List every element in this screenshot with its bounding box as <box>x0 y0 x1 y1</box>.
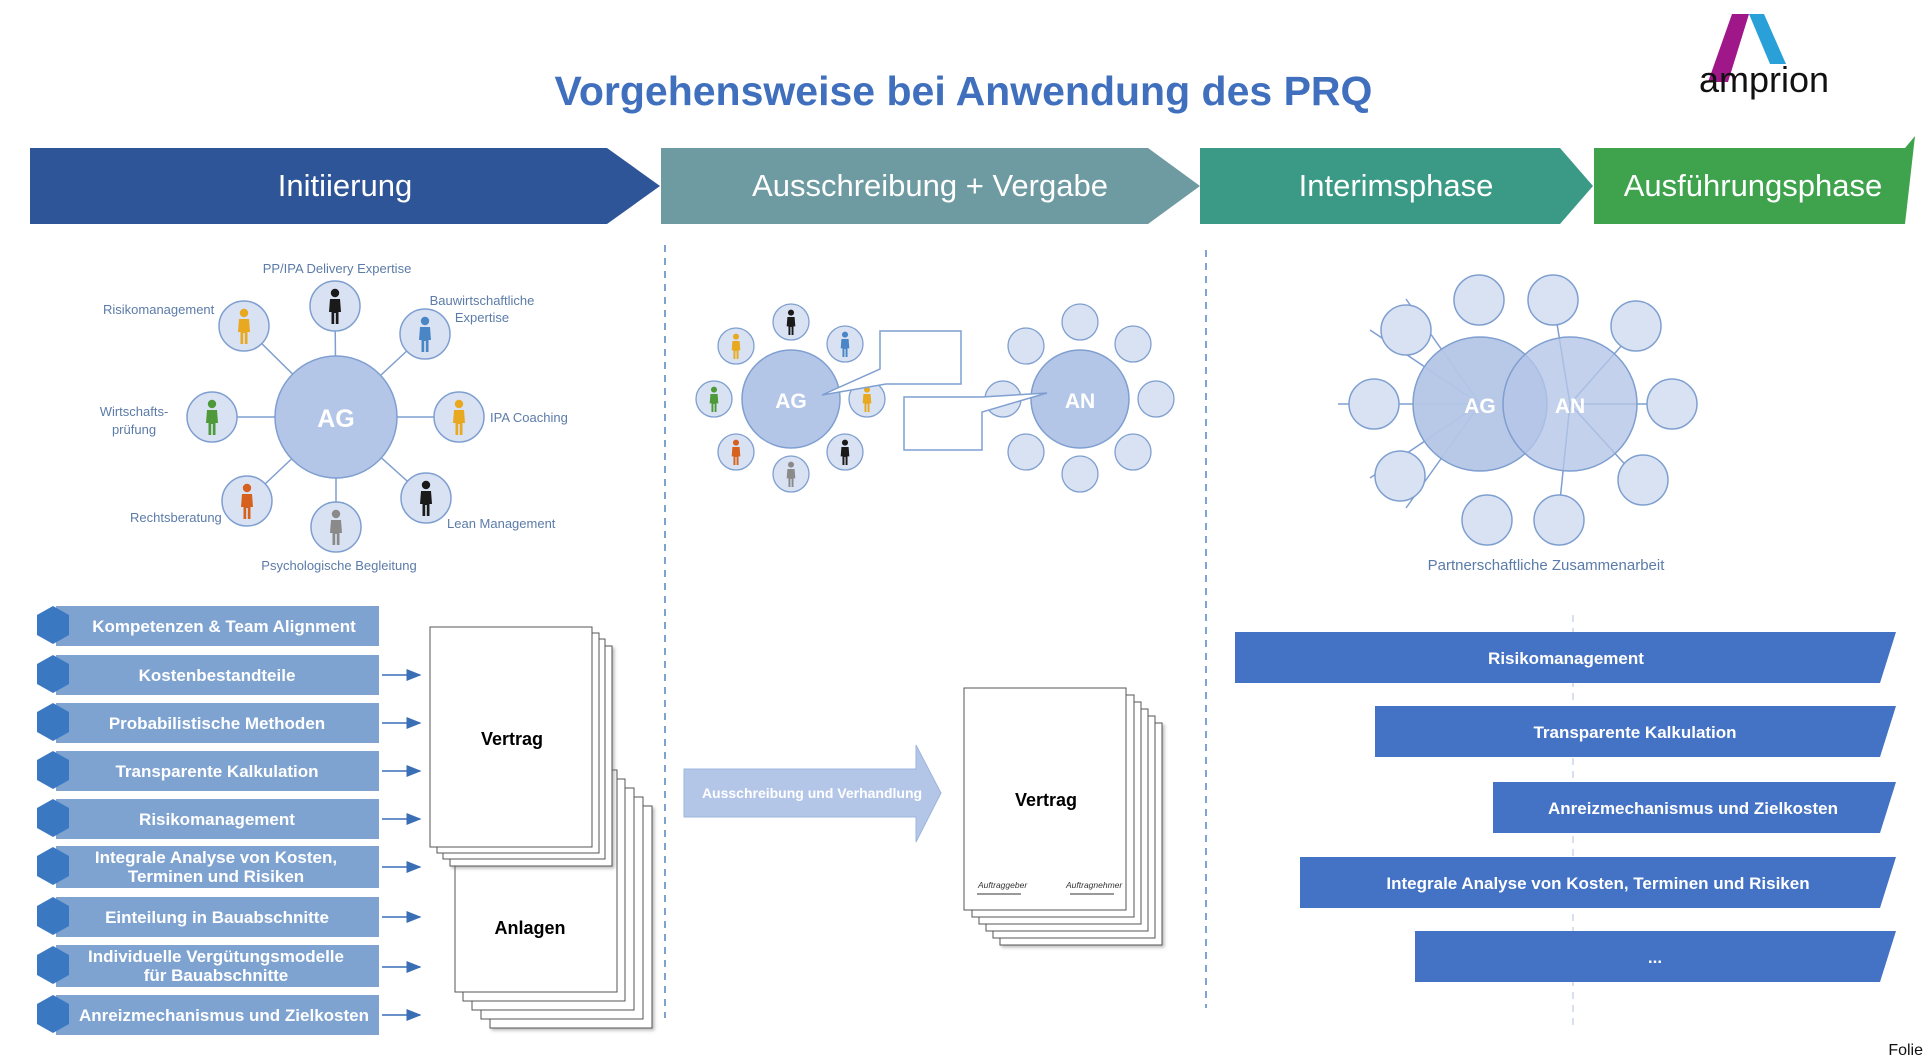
svg-text:Risikomanagement: Risikomanagement <box>1488 649 1644 668</box>
svg-text:Anreizmechanismus und Zielkost: Anreizmechanismus und Zielkosten <box>1548 799 1838 818</box>
satellite-label: IPA Coaching <box>490 410 568 425</box>
feature-label: Probabilistische Methoden <box>109 714 325 733</box>
satellite-lean <box>400 472 452 524</box>
feature-label: für Bauabschnitte <box>144 966 289 985</box>
satellite-wirtschaft <box>186 391 238 443</box>
ausfuehrung-bars: Risikomanagement Transparente Kalkulatio… <box>1235 632 1896 982</box>
ag-circle <box>741 349 841 449</box>
satellite-label: Expertise <box>455 310 509 325</box>
feature-label: Anreizmechanismus und Zielkosten <box>79 1006 369 1025</box>
svg-text:AN: AN <box>1065 390 1095 413</box>
phase-bar: Initiierung Ausschreibung + Vergabe Inte… <box>30 136 1915 224</box>
satellite-label: Rechtsberatung <box>130 510 222 525</box>
satellite-recht <box>221 475 273 527</box>
satellite-risiko <box>218 300 270 352</box>
amprion-logo: amprion <box>1699 14 1829 100</box>
speech-bubble-an <box>903 392 1048 451</box>
phase-chevron-initiierung <box>30 148 660 224</box>
feature-item: Anreizmechanismus und Zielkosten <box>37 995 422 1035</box>
slide-footer: Folie <box>1888 1042 1923 1059</box>
doc-vertrag-label: Vertrag <box>481 729 543 749</box>
feature-label: Terminen und Risiken <box>128 867 304 886</box>
logo-mark-magenta <box>1708 14 1749 82</box>
ausschreibung-arrow: Ausschreibung und Verhandlung <box>683 744 942 843</box>
feature-item: AG Kompetenzen & Team Alignment <box>37 606 379 646</box>
feature-label: Einteilung in Bauabschnitte <box>105 908 329 927</box>
satellite-label: PP/IPA Delivery Expertise <box>263 261 412 276</box>
phase-label-initiierung: Initiierung <box>278 168 412 203</box>
interim-diagram: AG AN Partnerschaftliche Zusammenarbeit <box>1338 274 1698 574</box>
svg-text:AN: AN <box>1555 395 1585 418</box>
an-circle <box>1030 349 1130 449</box>
phase-label-interim: Interimsphase <box>1299 168 1494 203</box>
histogram-icon <box>37 703 69 741</box>
satellite-label: prüfung <box>112 422 156 437</box>
ag-center-label: AG <box>317 405 355 433</box>
phase-label-ausschreibung: Ausschreibung + Vergabe <box>752 168 1108 203</box>
signature-auftraggeber: Auftraggeber <box>977 880 1028 890</box>
feature-item: Einteilung in Bauabschnitte <box>37 897 422 937</box>
satellite-psychologie <box>310 501 362 553</box>
feature-item: Probabilistische Methoden <box>37 703 422 743</box>
bar-ellipsis <box>1415 931 1896 982</box>
svg-text:Integrale Analyse von Kosten,: Integrale Analyse von Kosten, Terminen u… <box>1386 874 1809 893</box>
logo-mark-cyan <box>1749 14 1786 64</box>
feature-label: Individuelle Vergütungsmodelle <box>88 947 344 966</box>
bar-kalkulation <box>1375 706 1896 757</box>
phase-label-ausfuehrung: Ausführungsphase <box>1624 168 1883 203</box>
gantt-icon <box>37 897 69 935</box>
satellite-ipa-coaching <box>433 391 485 443</box>
team-icon <box>37 606 69 644</box>
satellite-bauwirtschaft <box>399 308 451 360</box>
satellite-label: Lean Management <box>447 516 556 531</box>
logo-text: amprion <box>1699 59 1829 100</box>
feature-item: Transparente Kalkulation <box>37 751 422 791</box>
initiierung-hub-diagram: AG <box>100 261 568 573</box>
blocks-icon <box>37 655 69 693</box>
compensation-icon <box>37 946 69 984</box>
feature-label: Kompetenzen & Team Alignment <box>92 617 356 636</box>
contract-title: Vertrag <box>1015 790 1077 810</box>
phase-chevron-interim <box>1200 148 1593 224</box>
svg-text:AG: AG <box>775 390 807 413</box>
satellite-label: Wirtschafts- <box>100 404 169 419</box>
ausschreibung-diagram: AG AN <box>695 303 1175 493</box>
satellite-pp-ipa <box>309 280 361 332</box>
interim-an-circle <box>1502 336 1638 472</box>
bar-risikomanagement <box>1235 632 1896 683</box>
feature-item: Kostenbestandteile <box>37 655 422 695</box>
phase-chevron-ausfuehrung <box>1594 136 1915 224</box>
feature-item: Individuelle Vergütungsmodelle für Bauab… <box>37 945 422 987</box>
svg-text:AG: AG <box>1464 395 1496 418</box>
satellite-label: Risikomanagement <box>103 302 215 317</box>
feature-label: Kostenbestandteile <box>139 666 296 685</box>
page-title: Vorgehensweise bei Anwendung des PRQ <box>554 68 1373 114</box>
satellite-label: Bauwirtschaftliche <box>430 293 535 308</box>
ausschreibung-arrow-label: Ausschreibung und Verhandlung <box>702 785 922 801</box>
bar-anreiz <box>1493 782 1896 833</box>
signature-auftragnehmer: Auftragnehmer <box>1065 880 1123 890</box>
interim-caption: Partnerschaftliche Zusammenarbeit <box>1428 557 1666 574</box>
feature-item: Risikomanagement <box>37 799 422 839</box>
bar-integrale-analyse <box>1300 857 1896 908</box>
svg-text:Transparente Kalkulation: Transparente Kalkulation <box>1533 723 1736 742</box>
feature-item: Integrale Analyse von Kosten, Terminen u… <box>37 846 422 888</box>
feature-label: Transparente Kalkulation <box>115 762 318 781</box>
doc-anlagen-label: Anlagen <box>494 918 565 938</box>
phase-chevron-ausschreibung <box>661 148 1200 224</box>
calculation-icon <box>37 751 69 789</box>
speech-bubble-ag <box>821 330 962 396</box>
analysis-icon <box>37 847 69 885</box>
feature-label: Risikomanagement <box>139 810 295 829</box>
feature-label: Integrale Analyse von Kosten, <box>95 848 337 867</box>
doc-stack-vertrag: Vertrag <box>429 626 613 867</box>
svg-text:...: ... <box>1648 948 1662 967</box>
feature-list: AG Kompetenzen & Team Alignment Kostenbe… <box>37 606 422 1035</box>
risk-network-icon <box>37 799 69 837</box>
target-icon <box>37 995 69 1033</box>
signed-contract-stack: Vertrag Auftraggeber Auftragnehmer <box>963 687 1163 946</box>
ag-center-circle <box>274 355 398 479</box>
satellite-label: Psychologische Begleitung <box>261 558 416 573</box>
